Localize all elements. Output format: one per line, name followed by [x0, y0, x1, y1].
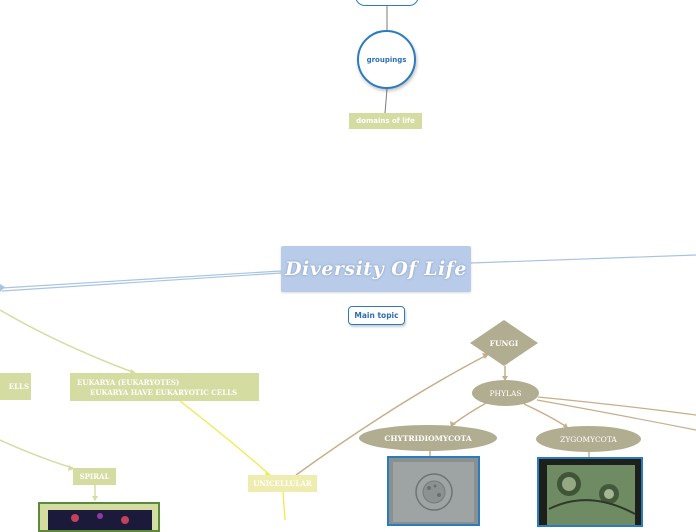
zygomycota-node[interactable]: ZYGOMYCOTA	[536, 426, 641, 452]
phylas-label: PHYLAS	[489, 388, 522, 398]
groupings-node[interactable]: groupings	[357, 30, 416, 89]
eukarya-description: EUKARYA HAVE EUKARYOTIC CELLS	[90, 388, 238, 397]
fungi-node[interactable]: FUNGI	[470, 320, 538, 366]
microscope-image-1	[389, 458, 478, 524]
central-topic-title[interactable]: Diversity Of Life	[281, 246, 471, 292]
groupings-label: groupings	[366, 55, 407, 64]
chytridiomycota-image[interactable]	[387, 456, 480, 526]
cells-node-partial[interactable]: ELLS	[0, 373, 31, 400]
spiral-image[interactable]	[38, 502, 160, 532]
main-topic-label: Main topic	[354, 311, 399, 320]
main-topic-button[interactable]: Main topic	[348, 306, 405, 325]
spiral-label: SPIRAL	[79, 472, 110, 481]
domains-label: domains of life	[356, 117, 415, 125]
domains-of-life-node[interactable]: domains of life	[349, 113, 422, 129]
microscope-image-2	[539, 459, 641, 525]
bacteria-image	[40, 504, 158, 530]
unicellular-node[interactable]: UNICELLULAR	[248, 475, 317, 492]
zygomycota-image[interactable]	[537, 457, 643, 527]
fungi-label: FUNGI	[489, 338, 519, 348]
chytridiomycota-node[interactable]: CHYTRIDIOMYCOTA	[359, 425, 497, 451]
fungi-diamond	[470, 320, 538, 366]
chytridiomycota-label: CHYTRIDIOMYCOTA	[384, 433, 472, 443]
spiral-node[interactable]: SPIRAL	[73, 468, 116, 485]
connector-lines	[0, 6, 696, 520]
unicellular-label: UNICELLULAR	[253, 479, 312, 488]
phylas-node[interactable]: PHYLAS	[472, 380, 539, 406]
top-node-partial[interactable]	[355, 0, 419, 6]
zygomycota-label: ZYGOMYCOTA	[560, 434, 617, 444]
eukarya-node[interactable]: EUKARYA (EUKARYOTES) EUKARYA HAVE EUKARY…	[70, 373, 259, 401]
cells-label: ELLS	[8, 382, 29, 391]
title-text: Diversity Of Life	[285, 258, 467, 280]
eukarya-title: EUKARYA (EUKARYOTES)	[77, 378, 180, 387]
